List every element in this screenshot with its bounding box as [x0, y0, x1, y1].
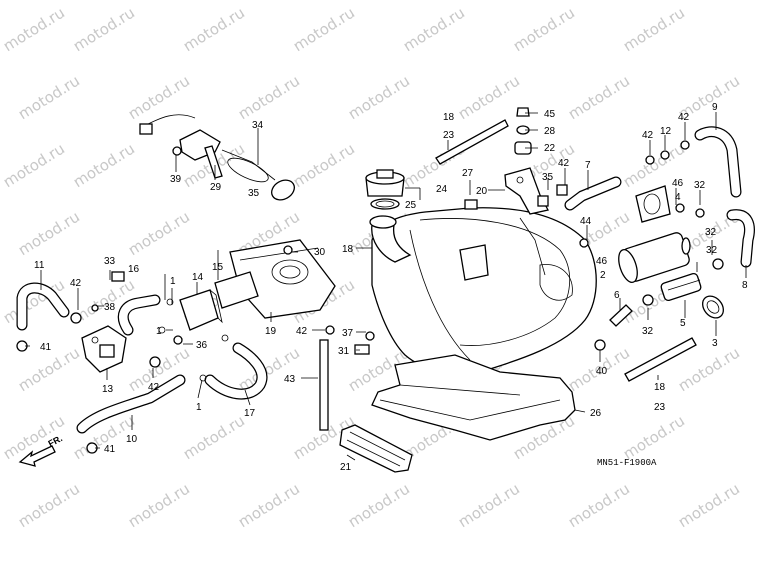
callout-31: 31 — [338, 346, 350, 357]
callout-6: 6 — [614, 290, 620, 301]
bolt-45[interactable] — [516, 107, 530, 117]
fuel-tank[interactable] — [371, 207, 597, 375]
callout-1: 1 — [156, 326, 162, 337]
rubber-cushion[interactable] — [339, 424, 413, 473]
callout-40: 40 — [596, 366, 608, 377]
callout-10: 10 — [126, 434, 138, 445]
callout-23: 23 — [654, 402, 666, 413]
fuel-valve[interactable] — [81, 325, 127, 373]
relay-unit-14[interactable] — [179, 289, 223, 331]
callout-46: 46 — [672, 178, 684, 189]
callout-35: 35 — [248, 188, 260, 199]
tank-bracket[interactable] — [504, 167, 549, 215]
callout-8: 8 — [742, 280, 748, 291]
callout-9: 9 — [712, 102, 718, 113]
callout-29: 29 — [210, 182, 222, 193]
callout-2: 2 — [600, 270, 606, 281]
fuel-hose-7[interactable] — [564, 176, 622, 211]
callout-24: 24 — [436, 184, 448, 195]
relay-unit-15[interactable] — [214, 271, 259, 309]
leader-lines — [25, 112, 747, 461]
filler-cap[interactable] — [365, 169, 405, 210]
tank-strip-lower[interactable] — [624, 337, 697, 382]
callout-27: 27 — [462, 168, 474, 179]
callout-38: 38 — [104, 302, 116, 313]
callout-21: 21 — [340, 462, 352, 473]
callout-36: 36 — [196, 340, 208, 351]
fuel-hose-17[interactable] — [204, 342, 268, 400]
tank-undercover[interactable] — [371, 354, 576, 441]
fuel-hose-8[interactable] — [726, 209, 755, 268]
callout-20: 20 — [476, 186, 488, 197]
callout-23: 23 — [443, 130, 455, 141]
callout-37: 37 — [342, 328, 354, 339]
callout-35: 35 — [542, 172, 554, 183]
callout-32: 32 — [694, 180, 706, 191]
fuel-hose-16[interactable] — [117, 294, 161, 336]
filler-neck[interactable] — [369, 215, 412, 263]
callout-18: 18 — [342, 244, 354, 255]
callout-11: 11 — [34, 260, 45, 271]
callout-46: 46 — [596, 256, 608, 267]
callout-41: 41 — [40, 342, 52, 353]
callout-32: 32 — [706, 245, 718, 256]
callout-41: 41 — [104, 444, 116, 455]
diagram-code: MN51-F1900A — [597, 458, 657, 468]
fuel-filter[interactable] — [660, 272, 702, 302]
callout-4: 4 — [675, 192, 681, 203]
callout-30: 30 — [314, 247, 326, 258]
fuel-pump[interactable] — [615, 231, 691, 284]
breather-tube[interactable] — [319, 339, 329, 431]
small-fasteners — [16, 140, 724, 454]
callout-7: 7 — [585, 160, 591, 171]
callout-1: 1 — [196, 402, 202, 413]
filter-clamp[interactable] — [698, 292, 727, 322]
callout-42: 42 — [558, 158, 570, 169]
callout-1: 1 — [170, 276, 176, 287]
callout-14: 14 — [192, 272, 204, 283]
tank-strip-upper[interactable] — [435, 119, 509, 165]
callout-39: 39 — [170, 174, 182, 185]
callout-16: 16 — [128, 264, 140, 275]
callout-42: 42 — [70, 278, 82, 289]
callout-42: 42 — [642, 130, 654, 141]
callout-15: 15 — [212, 262, 224, 273]
fuel-hose-10[interactable] — [76, 374, 186, 434]
callout-42: 42 — [148, 382, 160, 393]
callout-18: 18 — [654, 382, 666, 393]
fuel-pipe-6[interactable] — [609, 304, 633, 327]
callout-5: 5 — [680, 318, 686, 329]
callout-22: 22 — [544, 143, 556, 154]
callout-13: 13 — [102, 384, 114, 395]
fuel-hose-9[interactable] — [694, 126, 742, 198]
callout-19: 19 — [265, 326, 277, 337]
callout-45: 45 — [544, 109, 556, 120]
callout-12: 12 — [660, 126, 672, 137]
callout-44: 44 — [580, 216, 592, 227]
callout-33: 33 — [104, 256, 116, 267]
callout-18: 18 — [443, 112, 455, 123]
fuel-hose-11[interactable] — [16, 282, 70, 331]
callout-25: 25 — [405, 200, 417, 211]
callout-32: 32 — [642, 326, 654, 337]
callout-34: 34 — [252, 120, 264, 131]
callout-17: 17 — [244, 408, 256, 419]
pump-mount-rubber[interactable] — [635, 185, 671, 223]
callout-32: 32 — [705, 227, 717, 238]
callout-42: 42 — [296, 326, 308, 337]
front-arrow-icon — [18, 445, 56, 467]
callout-28: 28 — [544, 126, 556, 137]
callout-42: 42 — [678, 112, 690, 123]
fuel-level-sensor[interactable] — [139, 114, 298, 204]
callout-43: 43 — [284, 374, 296, 385]
callout-labels: 34 39 29 35 18 23 45 28 22 24 25 27 20 4… — [34, 102, 748, 473]
callout-3: 3 — [712, 338, 718, 349]
callout-26: 26 — [590, 408, 602, 419]
